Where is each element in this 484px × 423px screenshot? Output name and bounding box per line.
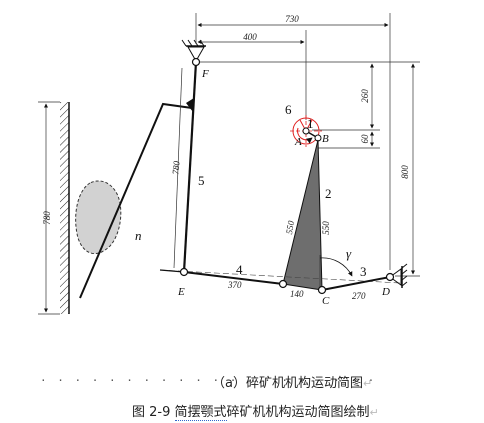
label-6: 6 bbox=[285, 102, 292, 117]
return-mark: ↵ bbox=[369, 406, 379, 419]
dim-line-780 bbox=[173, 67, 183, 269]
label-3: 3 bbox=[360, 264, 367, 279]
dim-right-260: 260 bbox=[360, 89, 370, 103]
link-3 bbox=[321, 276, 391, 291]
figure-caption: 图 2-9 简摆颚式碎矿机机构运动简图绘制↵ bbox=[132, 401, 379, 421]
dim-top-730: 730 bbox=[285, 14, 299, 24]
figure-caption-suffix: 碎矿机机构运动简图绘制 bbox=[226, 405, 370, 420]
dimension-right: 260 60 800 bbox=[200, 61, 420, 277]
return-mark: ↵ bbox=[362, 377, 373, 390]
label-n: n bbox=[135, 228, 142, 243]
rock bbox=[75, 180, 122, 254]
dim-bot-270: 270 bbox=[352, 291, 366, 301]
dim-right-60: 60 bbox=[360, 134, 370, 144]
dim-550-left: 550 bbox=[284, 219, 296, 235]
link-5 bbox=[182, 61, 198, 273]
label-E: E bbox=[177, 286, 185, 298]
dim-right-800: 800 bbox=[400, 165, 410, 179]
dim-bot-140: 140 bbox=[290, 289, 304, 299]
label-1: 1 bbox=[307, 116, 314, 131]
joint-jaw-bottom bbox=[278, 279, 288, 289]
label-C: C bbox=[322, 295, 330, 307]
caption-leader: · · · · · · · · · · · · · · · · · · · · bbox=[40, 374, 377, 387]
label-5: 5 bbox=[198, 173, 205, 188]
sub-caption: （a）碎矿机机构运动简图↵ bbox=[212, 372, 372, 391]
figure-caption-prefix: 图 2-9 bbox=[132, 405, 175, 420]
fixed-wall bbox=[60, 102, 70, 314]
mechanism-diagram: 780 n F 5 780 730 400 260 60 800 bbox=[38, 13, 420, 315]
link-2-jaw bbox=[282, 139, 323, 291]
dim-bot-370: 370 bbox=[227, 280, 242, 290]
support-F bbox=[181, 39, 206, 63]
label-B: B bbox=[322, 133, 329, 145]
dim-link5-780: 780 bbox=[170, 160, 181, 175]
dim-550-right: 550 bbox=[321, 221, 331, 235]
joint-D bbox=[385, 272, 395, 282]
crank-A: 6 1 A B bbox=[285, 102, 329, 148]
dimension-top: 730 400 bbox=[195, 13, 391, 270]
support-D bbox=[389, 263, 408, 288]
sub-caption-text: （a）碎矿机机构运动简图 bbox=[212, 376, 363, 391]
label-F: F bbox=[201, 68, 209, 80]
dimension-780-left: 780 bbox=[38, 101, 60, 315]
joint-C bbox=[317, 285, 327, 295]
figure-caption-underlined: 简摆颚式 bbox=[174, 405, 227, 421]
dim-top-400: 400 bbox=[243, 32, 257, 42]
jaw-joint bbox=[186, 98, 194, 112]
joint-E bbox=[179, 267, 189, 277]
joint-F bbox=[191, 57, 201, 67]
label-A: A bbox=[294, 136, 302, 148]
label-D: D bbox=[381, 286, 390, 298]
label-2: 2 bbox=[325, 186, 332, 201]
link-4 bbox=[183, 271, 284, 285]
label-4: 4 bbox=[236, 262, 243, 277]
label-gamma: γ bbox=[346, 246, 352, 261]
dim-left-780: 780 bbox=[42, 211, 52, 225]
jaw-plate bbox=[79, 102, 193, 299]
